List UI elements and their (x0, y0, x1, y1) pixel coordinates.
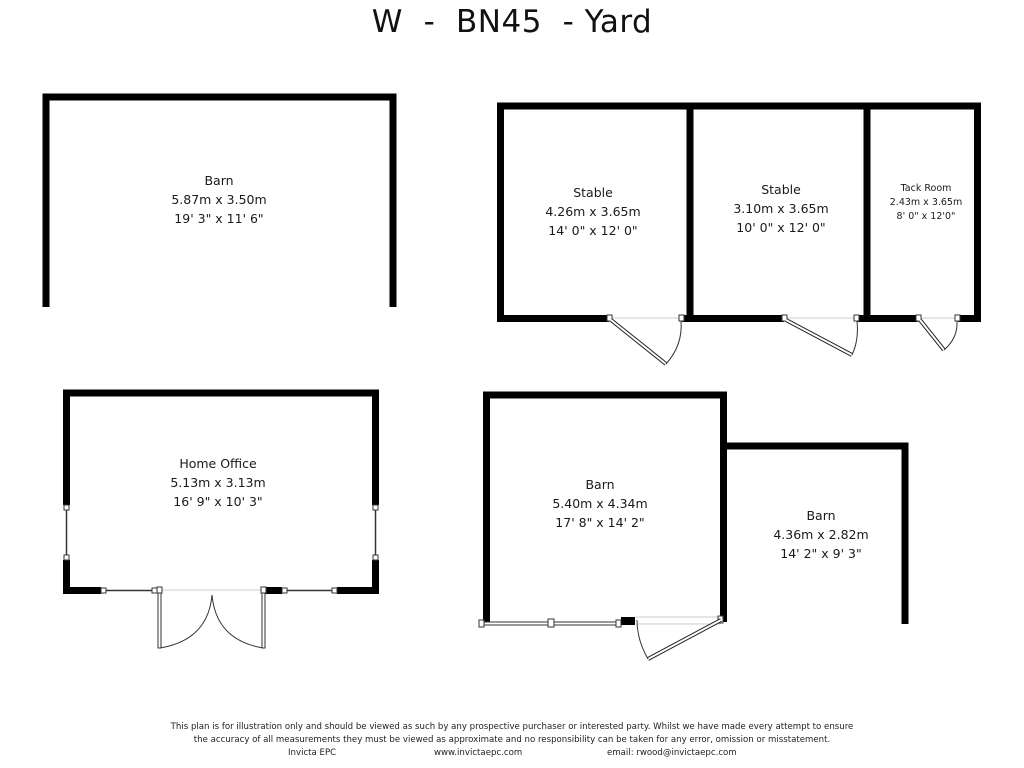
barn-top-left-walls (42, 93, 397, 307)
home-office-walls (63, 389, 379, 594)
email-link[interactable]: email: rwood@invictaepc.com (607, 748, 737, 758)
room-imperial-size: 10' 0" x 12' 0" (736, 220, 826, 235)
company-name: Invicta EPC (288, 748, 337, 758)
room-label-home-office: Home Office 5.13m x 3.13m 16' 9" x 10' 3… (170, 454, 265, 511)
room-label-barn-top-left: Barn 5.87m x 3.50m 19' 3" x 11' 6" (171, 171, 266, 228)
room-name: Barn (204, 173, 234, 188)
room-imperial-size: 17' 8" x 14' 2" (555, 515, 645, 530)
tack-room-door (915, 314, 961, 352)
room-name: Tack Room (900, 183, 952, 194)
website-link[interactable]: www.invictaepc.com (434, 748, 523, 758)
room-name: Stable (761, 182, 801, 197)
room-metric-size: 5.40m x 4.34m (552, 496, 648, 511)
disclaimer-line-1: This plan is for illustration only and s… (170, 722, 854, 732)
room-label-tack-room: Tack Room 2.43m x 3.65m 8' 0" x 12'0" (890, 182, 962, 224)
room-name: Stable (573, 185, 613, 200)
room-name: Barn (585, 477, 615, 492)
room-metric-size: 4.26m x 3.65m (545, 204, 641, 219)
room-metric-size: 4.36m x 2.82m (773, 527, 869, 542)
room-label-stable-1: Stable 4.26m x 3.65m 14' 0" x 12' 0" (545, 183, 640, 240)
barn-bottom-right-walls (720, 442, 909, 624)
room-imperial-size: 16' 9" x 10' 3" (173, 494, 263, 509)
room-imperial-size: 8' 0" x 12'0" (896, 211, 956, 222)
stable-2-door (781, 314, 860, 357)
room-label-barn-bottom-right: Barn 4.36m x 2.82m 14' 2" x 9' 3" (773, 506, 868, 563)
room-imperial-size: 19' 3" x 11' 6" (174, 211, 264, 226)
room-name: Home Office (179, 456, 257, 471)
room-metric-size: 5.13m x 3.13m (170, 475, 266, 490)
home-office-double-door (156, 586, 267, 649)
room-metric-size: 5.87m x 3.50m (171, 192, 267, 207)
disclaimer-line-2: the accuracy of all measurements they mu… (193, 735, 831, 745)
footer: This plan is for illustration only and s… (0, 721, 1024, 760)
footer-contacts: Invicta EPC www.invictaepc.com email: rw… (0, 747, 1024, 760)
stable-1-door (606, 314, 685, 366)
room-imperial-size: 14' 0" x 12' 0" (548, 223, 638, 238)
barn-bottom-middle-openings (478, 615, 724, 661)
room-metric-size: 3.10m x 3.65m (733, 201, 829, 216)
room-metric-size: 2.43m x 3.65m (889, 197, 963, 208)
plan-title: W - BN45 - Yard (371, 4, 653, 40)
stables-block-walls (497, 102, 981, 322)
room-label-stable-2: Stable 3.10m x 3.65m 10' 0" x 12' 0" (733, 180, 828, 237)
home-office-windows (63, 504, 379, 594)
room-imperial-size: 14' 2" x 9' 3" (780, 546, 862, 561)
room-name: Barn (806, 508, 836, 523)
room-label-barn-bottom-middle: Barn 5.40m x 4.34m 17' 8" x 14' 2" (552, 475, 647, 532)
barn-bottom-middle-walls (483, 391, 727, 625)
